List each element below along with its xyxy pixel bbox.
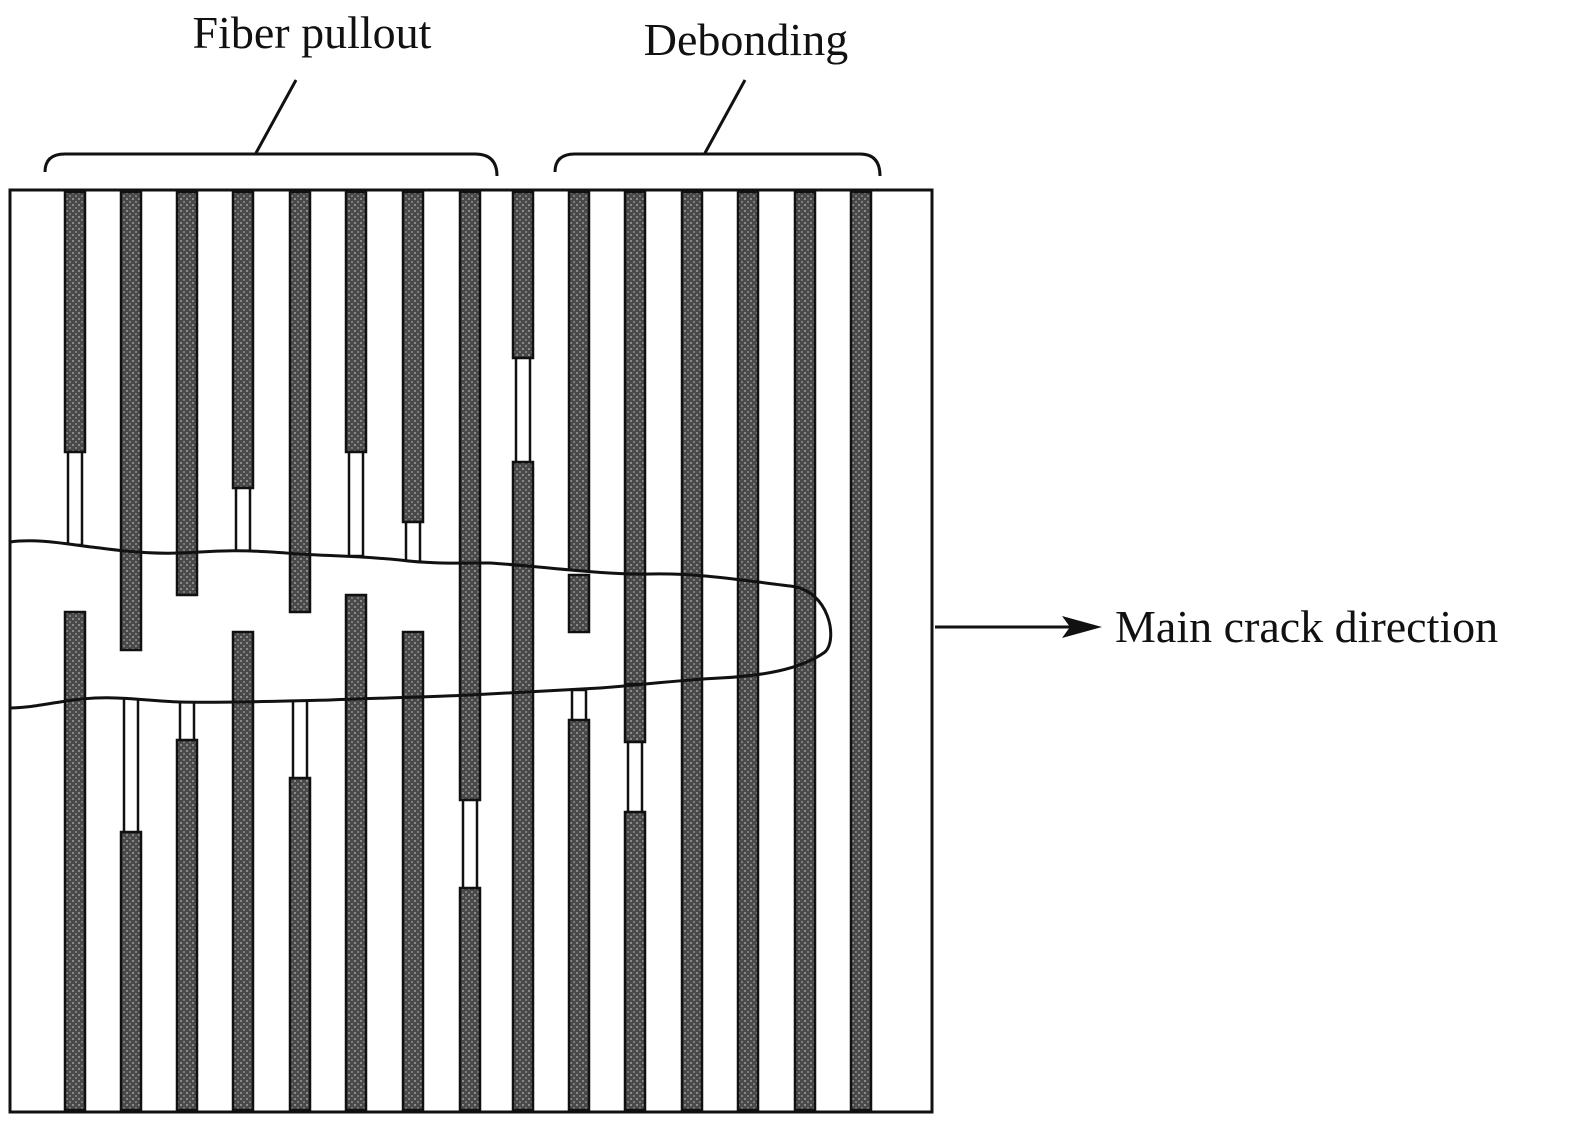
debonding-annotation: Debonding [553, 14, 882, 177]
fiber-pullout-brace [43, 152, 499, 177]
fiber-3 [175, 190, 199, 1112]
fiber-10 [567, 190, 591, 1112]
debonding-leader [703, 79, 747, 154]
debond-gap [122, 688, 140, 834]
debonding-brace [553, 152, 882, 177]
fiber-segment [567, 190, 591, 634]
crack-fiber-stub [63, 610, 87, 706]
crack-fiber-stub [231, 630, 255, 704]
fiber-segment [119, 830, 143, 1112]
debond-gap [291, 696, 309, 780]
crack-fiber-stub [119, 546, 143, 652]
debond-gap [404, 520, 422, 566]
debond-gap [514, 356, 532, 464]
debond-gap [347, 450, 365, 558]
debond-gap [461, 798, 479, 890]
debonding-label: Debonding [644, 14, 848, 65]
fiber-segment [288, 776, 312, 1112]
crack-outline [8, 539, 833, 710]
fiber-segment [288, 190, 312, 614]
fiber-segment [344, 190, 368, 454]
fiber-4 [231, 190, 255, 1112]
fiber-segment [458, 190, 482, 802]
fiber-15 [849, 190, 873, 1112]
crack-fiber-stub [344, 593, 368, 703]
crack-fiber-stub [680, 570, 704, 684]
crack-direction-annotation: Main crack direction [935, 601, 1498, 652]
crack-fiber-stub [288, 552, 312, 614]
main-crack-direction-label: Main crack direction [1115, 601, 1498, 652]
crack-fiber-stub [623, 572, 647, 686]
fiber-segment [401, 190, 425, 524]
fiber-pullout-annotation: Fiber pullout [43, 7, 499, 177]
fiber-5 [288, 190, 312, 1112]
matrix-block [8, 188, 934, 1114]
fiber-pullout-label: Fiber pullout [193, 7, 432, 58]
fiber-segment [401, 630, 425, 1112]
fiber-pullout-leader [254, 79, 298, 154]
debond-gap [570, 688, 588, 722]
fiber-segment [175, 190, 199, 597]
fiber-segment [849, 190, 873, 1112]
main-crack [8, 539, 833, 710]
fiber-6 [344, 190, 368, 1112]
crack-fiber-stub [511, 560, 535, 704]
crack-fiber-stub [458, 560, 482, 700]
fiber-segment [458, 886, 482, 1112]
fiber-segment [623, 810, 647, 1112]
fiber-2 [119, 190, 143, 1112]
crack-fiber-stub [401, 630, 425, 700]
crack-direction-arrowhead [1062, 616, 1102, 638]
fiber-segment [567, 718, 591, 1112]
fiber-segment [511, 460, 535, 1112]
fiber-7 [401, 190, 425, 1112]
fiber-segment [231, 630, 255, 1112]
crack-fiber-stub [175, 550, 199, 597]
fiber-segment [63, 190, 87, 454]
crack-fiber-stub [736, 576, 760, 680]
fiber-segment [175, 738, 199, 1112]
fiber-array [63, 190, 873, 1112]
fiber-segment [511, 190, 535, 360]
crack-fiber-stub [567, 573, 591, 634]
debond-gap [234, 486, 252, 554]
debond-gap [66, 450, 84, 547]
fiber-segment [231, 190, 255, 490]
debond-gap [626, 740, 644, 814]
